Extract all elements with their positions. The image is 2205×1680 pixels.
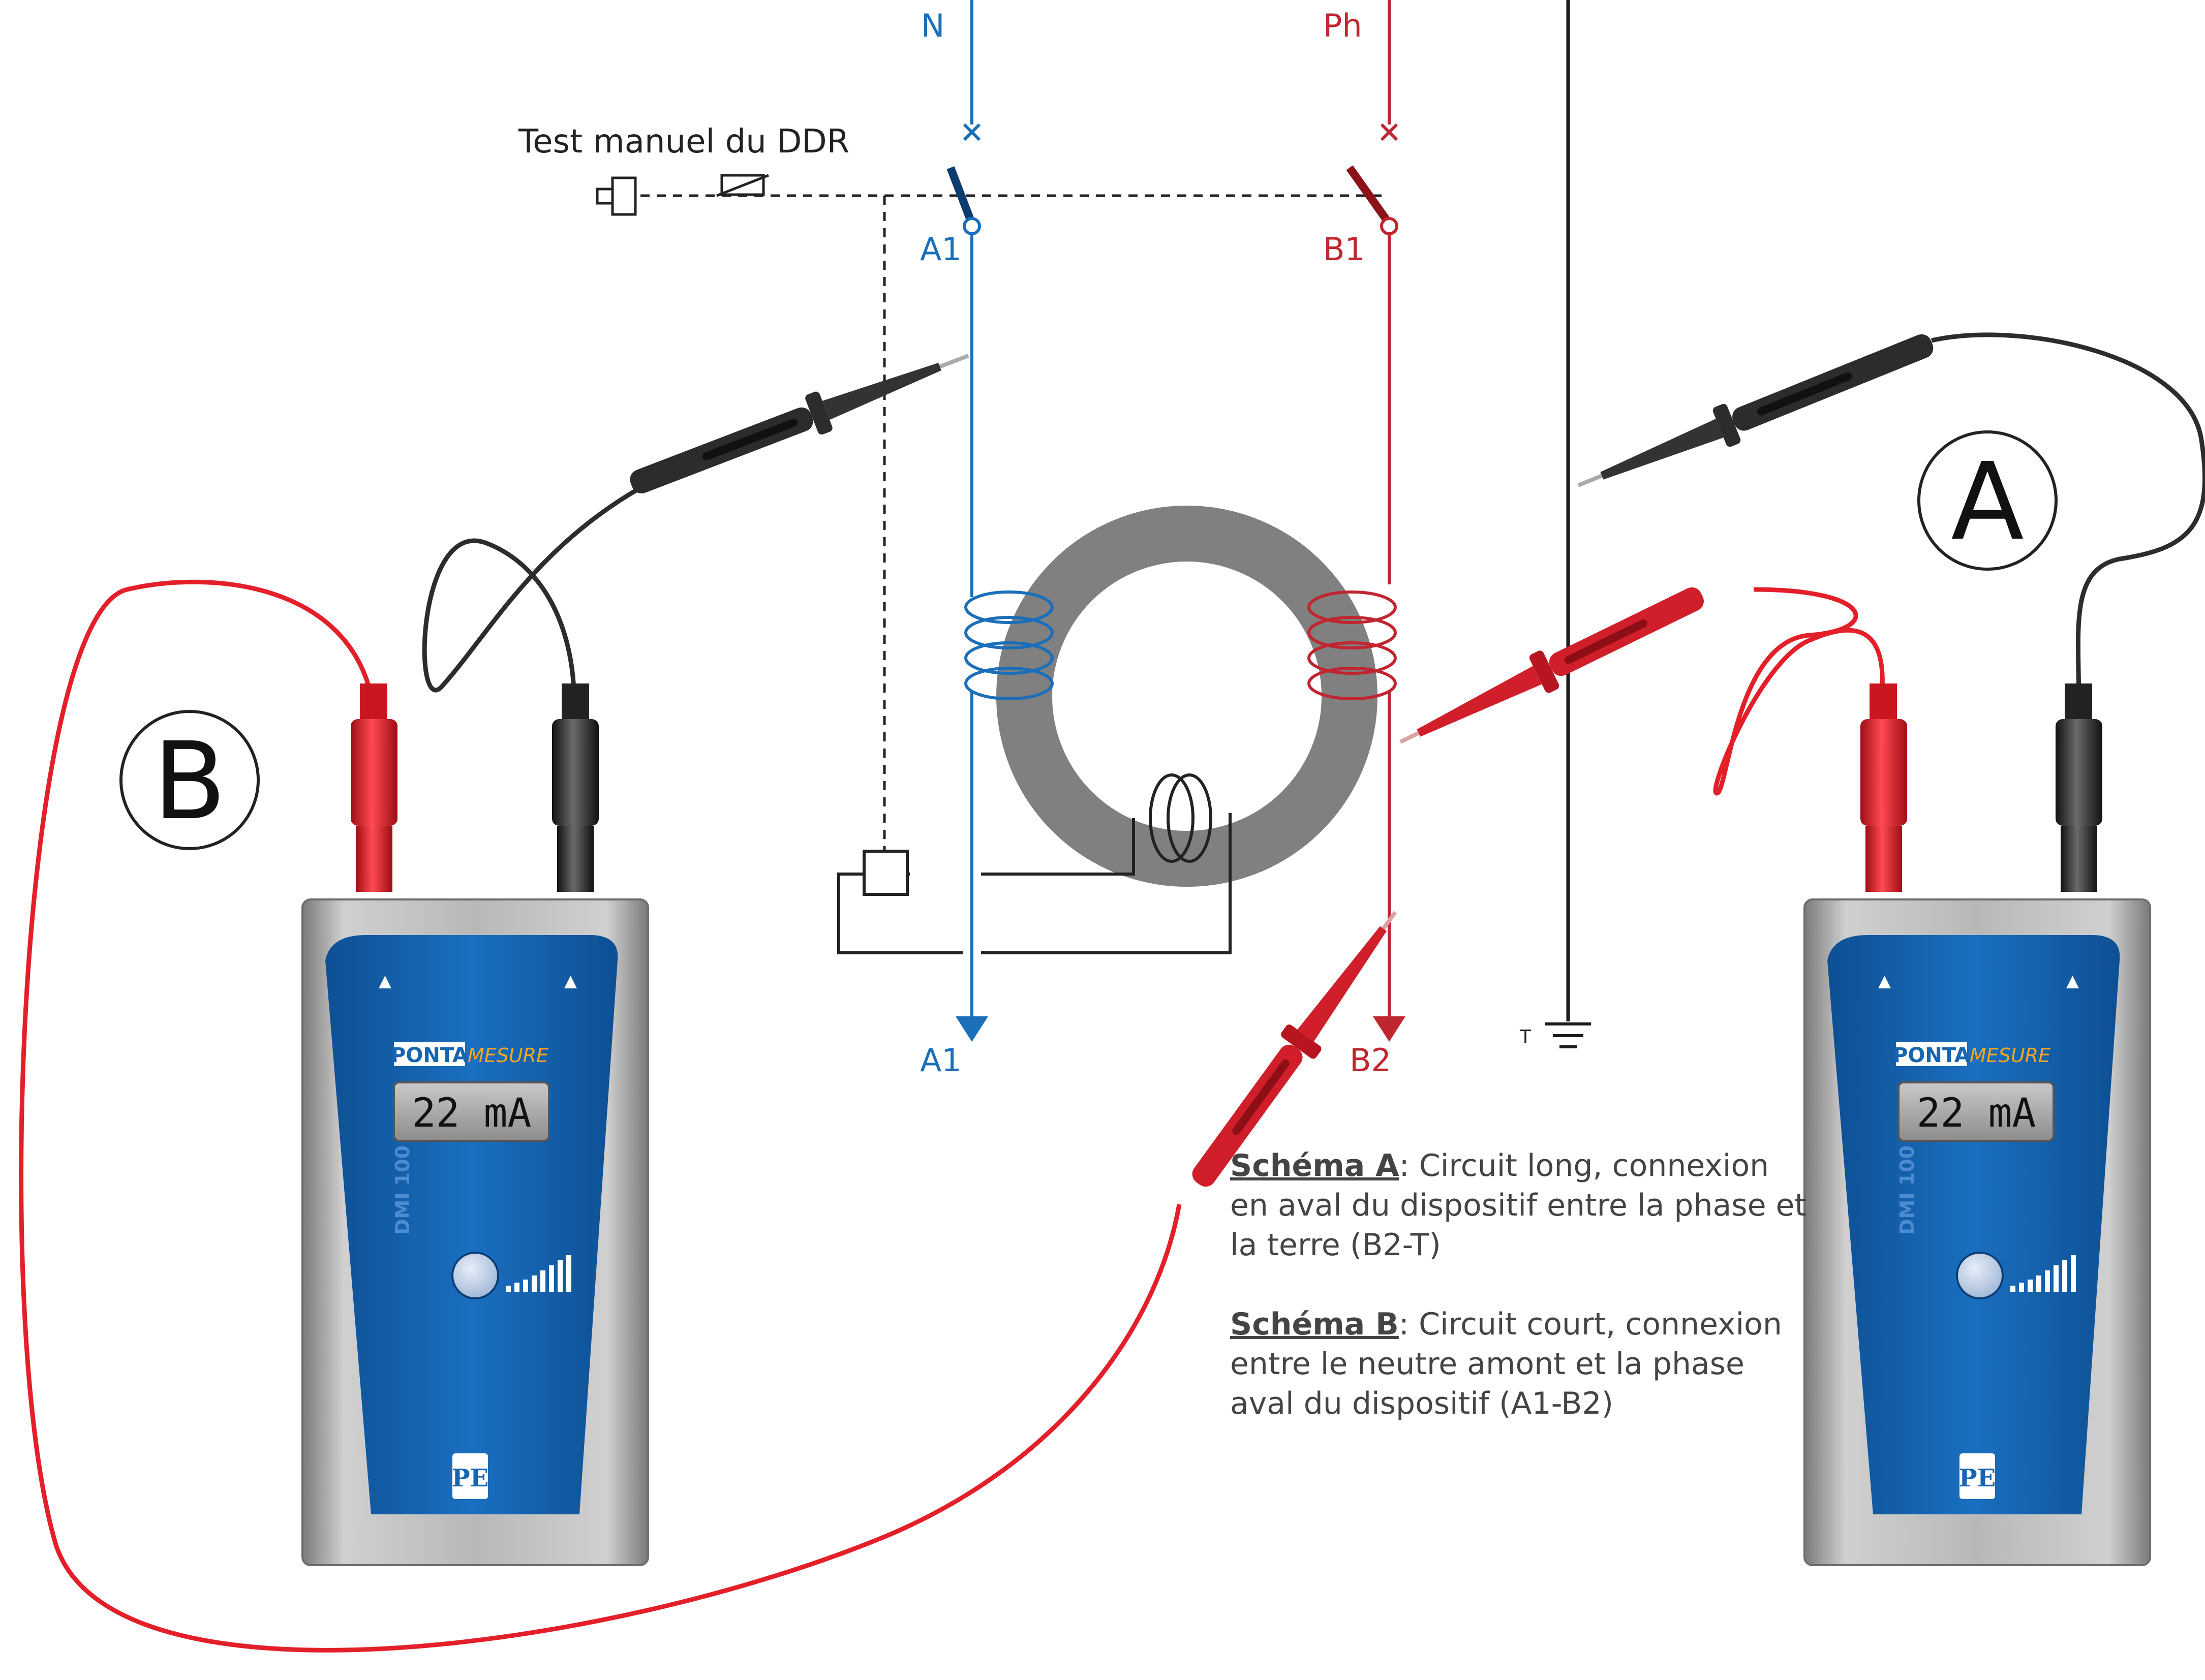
phase-conductor bbox=[1346, 0, 1398, 1016]
brand-left-box bbox=[1896, 1042, 1967, 1066]
caption-schema-B: Schéma B: Circuit court, connexion entre… bbox=[1230, 1304, 1815, 1423]
cable-black-right-meter bbox=[1931, 332, 2205, 707]
coil-phase-icon bbox=[1307, 590, 1397, 700]
svg-text:A: A bbox=[1951, 440, 2024, 564]
model-label: DMI 100 bbox=[1896, 1145, 1918, 1235]
brand-left: PONTA bbox=[391, 1044, 468, 1067]
logo-icon: PE bbox=[1959, 1453, 1996, 1499]
black-plug-right-icon bbox=[2056, 683, 2102, 892]
switch-A1-contact bbox=[963, 217, 981, 235]
test-link-dashed bbox=[640, 194, 1388, 854]
terminal-marker-icon bbox=[379, 976, 391, 988]
model-label: DMI 100 bbox=[391, 1145, 414, 1235]
brand-left-box bbox=[394, 1042, 465, 1066]
neutral-conductor bbox=[946, 0, 981, 1016]
cable-black-left-meter bbox=[422, 486, 642, 707]
test-button-icon[interactable] bbox=[596, 176, 637, 216]
meter-button-icon[interactable] bbox=[1956, 1252, 2004, 1299]
cable-red-left-meter bbox=[19, 579, 1182, 1653]
terminal-marker-icon bbox=[2066, 976, 2079, 988]
lcd-reading: 22 mA bbox=[1917, 1091, 2036, 1136]
label-A1-top: A1 bbox=[920, 231, 962, 268]
black-plug-left-icon bbox=[552, 683, 599, 892]
label-B1: B1 bbox=[1323, 231, 1365, 268]
test-manuel-label: Test manuel du DDR bbox=[518, 123, 849, 161]
schema-B-badge: B bbox=[119, 710, 260, 850]
caption-b-text: : Circuit court, connexion entre le neut… bbox=[1230, 1306, 1782, 1421]
schema-A-badge: A bbox=[1917, 430, 2058, 571]
svg-text:B: B bbox=[153, 719, 226, 844]
caption-b-title: Schéma B bbox=[1230, 1306, 1399, 1342]
caption-a-text: : Circuit long, connexion en aval du dis… bbox=[1230, 1148, 1806, 1263]
label-A1-bottom: A1 bbox=[920, 1042, 962, 1079]
brand-right: MESURE bbox=[1970, 1044, 2050, 1067]
ground-icon bbox=[1545, 1022, 1591, 1048]
red-probe-left-icon[interactable] bbox=[1181, 899, 1413, 1196]
signal-bars-icon bbox=[506, 1255, 571, 1292]
red-probe-right-icon[interactable] bbox=[1391, 576, 1711, 761]
lcd-display bbox=[393, 1081, 550, 1142]
brand-right: MESURE bbox=[468, 1044, 548, 1067]
signal-bars-icon bbox=[2010, 1255, 2076, 1292]
lcd-display bbox=[1897, 1081, 2055, 1142]
caption-schema-A: Schéma A: Circuit long, connexion en ava… bbox=[1230, 1146, 1815, 1265]
red-plug-left-icon bbox=[351, 683, 397, 892]
label-Ph: Ph bbox=[1323, 7, 1362, 44]
trip-relay-icon bbox=[863, 850, 909, 896]
coil-neutral-icon bbox=[964, 584, 1054, 700]
label-B2: B2 bbox=[1350, 1042, 1391, 1079]
black-probe-left-icon[interactable] bbox=[624, 336, 976, 505]
black-probe-right-icon[interactable] bbox=[1570, 323, 1940, 505]
meter-left: PONTA MESURE 22 mA DMI 100 PE bbox=[301, 683, 649, 1566]
lcd-reading: 22 mA bbox=[412, 1091, 532, 1136]
label-T: T bbox=[1519, 1026, 1532, 1047]
test-resistor-icon bbox=[716, 174, 769, 197]
svg-text:PE: PE bbox=[452, 1464, 489, 1492]
switch-B1-contact bbox=[1380, 217, 1398, 235]
svg-text:PE: PE bbox=[1959, 1464, 1996, 1492]
meter-button-icon[interactable] bbox=[451, 1252, 499, 1299]
meter-right: PONTA MESURE 22 mA DMI 100 PE bbox=[1803, 683, 2151, 1566]
cable-red-right-meter bbox=[1713, 587, 1885, 796]
terminal-marker-icon bbox=[564, 976, 577, 988]
caption-block: Schéma A: Circuit long, connexion en ava… bbox=[1230, 1146, 1815, 1463]
toroidal-core bbox=[996, 506, 1377, 887]
phase-arrow-icon bbox=[1373, 1016, 1405, 1042]
red-plug-right-icon bbox=[1860, 683, 1907, 892]
neutral-arrow-icon bbox=[956, 1016, 988, 1042]
caption-a-title: Schéma A bbox=[1230, 1148, 1399, 1184]
label-N: N bbox=[921, 7, 944, 44]
logo-icon: PE bbox=[452, 1453, 489, 1499]
brand-left: PONTA bbox=[1893, 1044, 1970, 1067]
terminal-marker-icon bbox=[1878, 976, 1891, 988]
